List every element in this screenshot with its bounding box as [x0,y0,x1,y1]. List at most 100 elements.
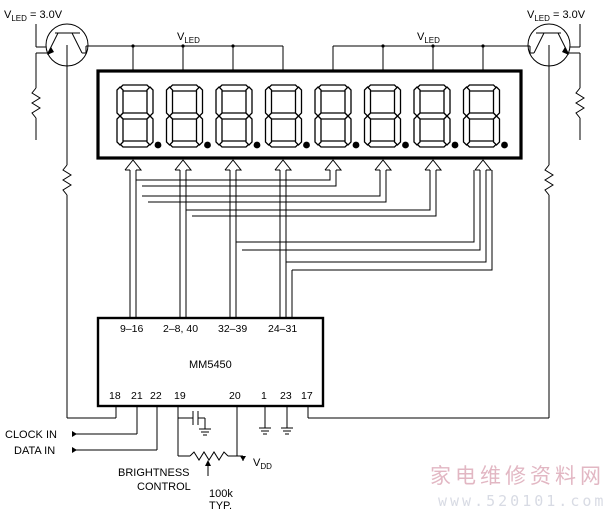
pot-typ-label: TYP. [209,500,232,511]
led-display-digits [116,84,508,149]
segment-g [317,112,349,120]
right-pulldown-resistor [307,152,554,419]
decimal-point [451,141,459,149]
pin-label-21: 21 [131,390,143,402]
led-digit [413,84,459,149]
segment-b [195,86,204,117]
segment-g [119,112,151,120]
led-digit [165,84,211,149]
segment-e [264,115,273,146]
led-digit [314,84,360,149]
clock-in-label: CLOCK IN [5,429,57,441]
segment-f [264,86,273,117]
pin-label-19: 19 [174,390,186,402]
pin-label-17: 17 [301,390,313,402]
segment-f [314,86,322,117]
vdd-label: VDD [253,457,272,471]
data-input-wire [72,406,158,453]
segment-a [366,84,399,92]
input-arrow [124,159,143,171]
segment-d [218,140,250,148]
segment-d [267,140,300,148]
led-digit [363,84,409,149]
pin-label-24-31: 24–31 [268,323,297,335]
vled-left-label: VLED = 3.0V [4,9,63,23]
vled-rail-taps [131,44,485,71]
vled-rail-right-label: VLED [417,31,440,45]
segment-e [462,115,471,146]
input-arrow [424,159,443,171]
route-digit-8 [236,170,481,251]
segment-e [363,115,372,146]
clock-input-wire [72,406,138,437]
input-arrow [274,159,293,171]
route-digit-6 [142,170,387,203]
led-digit [215,84,261,149]
left-base-resistor [31,53,41,140]
input-arrow [374,159,393,171]
segment-b [245,86,253,117]
input-arrow [474,159,493,171]
left-pulldown-resistor [62,152,117,419]
decimal-point [154,141,162,149]
segment-e [116,115,124,146]
segment-g [416,112,448,120]
pin-label-18: 18 [109,390,121,402]
segment-bus [124,159,493,318]
segment-a [416,84,448,92]
segment-f [462,86,471,117]
segment-c [245,115,253,146]
brightness-potentiometer [189,406,246,476]
segment-d [168,140,201,148]
segment-c [443,115,451,146]
segment-a [119,84,151,92]
segment-g [366,112,399,120]
input-arrow [324,159,343,171]
decimal-point [204,141,211,149]
mm5450-chip [96,316,325,408]
bus-24-31 [279,170,287,318]
decimal-point [501,141,508,149]
segment-d [416,140,448,148]
brightness-label-2: CONTROL [137,481,191,493]
segment-d [317,140,349,148]
ground-pin-23 [281,406,293,435]
segment-d [366,140,399,148]
segment-a [267,84,300,92]
brightness-label-1: BRIGHTNESS [118,467,190,479]
segment-g [218,112,250,120]
segment-b [393,86,402,117]
decimal-point [303,141,310,149]
segment-g [168,112,201,120]
segment-g [465,112,498,120]
segment-c [344,115,352,146]
segment-b [344,86,352,117]
pot-value-label: 100k [209,488,233,500]
bus-2-8-40 [179,170,187,318]
input-arrow [224,159,243,171]
segment-a [168,84,201,92]
segment-f [116,86,124,117]
segment-c [492,115,501,146]
right-base-resistor [575,53,585,140]
bus-32-39 [229,170,237,318]
decimal-point [352,141,360,149]
vled-rail-left-label: VLED [177,31,200,45]
pin-label-9-16: 9–16 [120,323,144,335]
input-arrow [174,159,193,171]
pin-label-20: 20 [229,390,241,402]
segment-a [218,84,250,92]
brightness-capacitor [177,406,211,457]
pin-label-32-39: 32–39 [218,323,247,335]
led-digit [264,84,310,149]
segment-c [294,115,303,146]
segment-a [317,84,349,92]
segment-f [413,86,421,117]
route-digit-7 [186,170,437,217]
segment-a [465,84,498,92]
segment-e [215,115,223,146]
segment-d [119,140,151,148]
segment-g [267,112,300,120]
route-digit-5 [136,170,337,187]
